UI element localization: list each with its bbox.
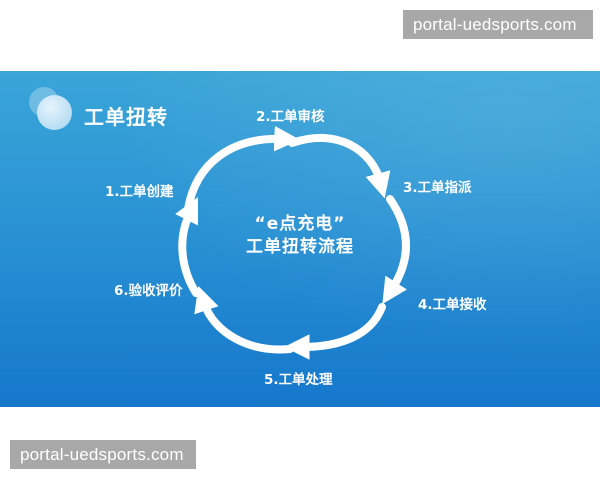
center-title: “e点充电” 工单扭转流程 [210,213,390,259]
step-1-create: 1.工单创建 [105,184,174,200]
step-2-review: 2.工单审核 [256,109,325,125]
center-title-line2: 工单扭转流程 [246,237,354,257]
panel-title: 工单扭转 [84,105,168,129]
step-3-assign: 3.工单指派 [403,180,472,196]
center-title-line1: “e点充电” [254,214,346,234]
cycle-arrows [175,125,410,360]
workflow-panel: 工单扭转 1.工单创建 2.工单审核 3.工单指派 4.工单接收 5.工单处理 … [0,71,600,407]
step-4-receive: 4.工单接收 [418,297,487,313]
watermark-bottom: portal-uedsports.com [10,440,196,469]
bubble-icon-front [37,95,72,130]
arrow-1-to-2 [184,125,300,213]
watermark-top: portal-uedsports.com [403,10,593,39]
step-6-evaluate: 6.验收评价 [114,283,183,299]
arrow-3-to-4 [382,195,410,305]
arrow-2-to-3 [288,133,391,199]
arrow-4-to-5 [284,303,386,360]
arrow-5-to-6 [194,286,294,354]
arrow-6-to-1 [175,196,200,297]
step-5-process: 5.工单处理 [264,372,333,388]
